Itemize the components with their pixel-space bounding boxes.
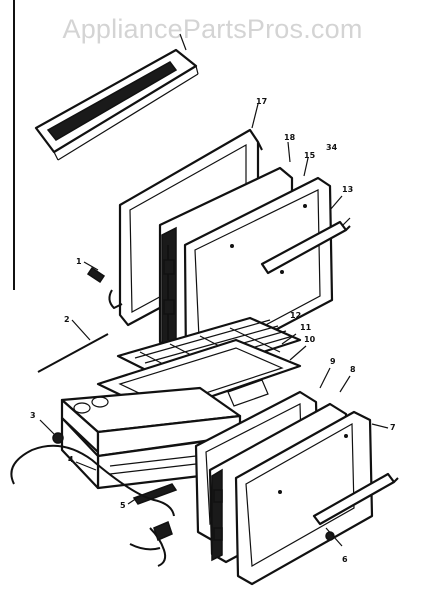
vent-trim-strip [34,33,199,161]
leader-lines [39,103,389,547]
callout-2: 2 [64,315,70,324]
callout-4: 4 [68,455,74,464]
callout-3: 3 [30,411,36,420]
callout-1: 1 [76,257,82,266]
callout-8: 8 [350,365,356,374]
wire-harness [10,444,175,567]
callout-9: 9 [330,357,336,366]
callout-10: 10 [304,335,316,344]
callout-labels: 1 2 3 4 5 6 7 8 9 10 11 12 13 15 17 18 3… [30,97,396,564]
drawer-glide [132,483,178,505]
callout-6: 6 [342,555,348,564]
door-clip [86,266,123,309]
callout-11: 11 [300,323,312,332]
callout-18: 18 [284,133,296,142]
callout-12: 12 [290,311,301,320]
drawer-screw [52,432,64,444]
callout-5: 5 [120,501,126,510]
lower-door-outer-panel [234,410,374,586]
callout-15: 15 [304,151,316,160]
door-rod [37,333,109,373]
upper-door-handle [260,220,351,275]
lower-door-handle [312,472,399,526]
callout-7: 7 [390,423,396,432]
storage-drawer-body [60,386,242,490]
callout-13: 13 [342,185,353,194]
callout-17: 17 [256,97,267,106]
callout-34: 34 [326,143,338,152]
